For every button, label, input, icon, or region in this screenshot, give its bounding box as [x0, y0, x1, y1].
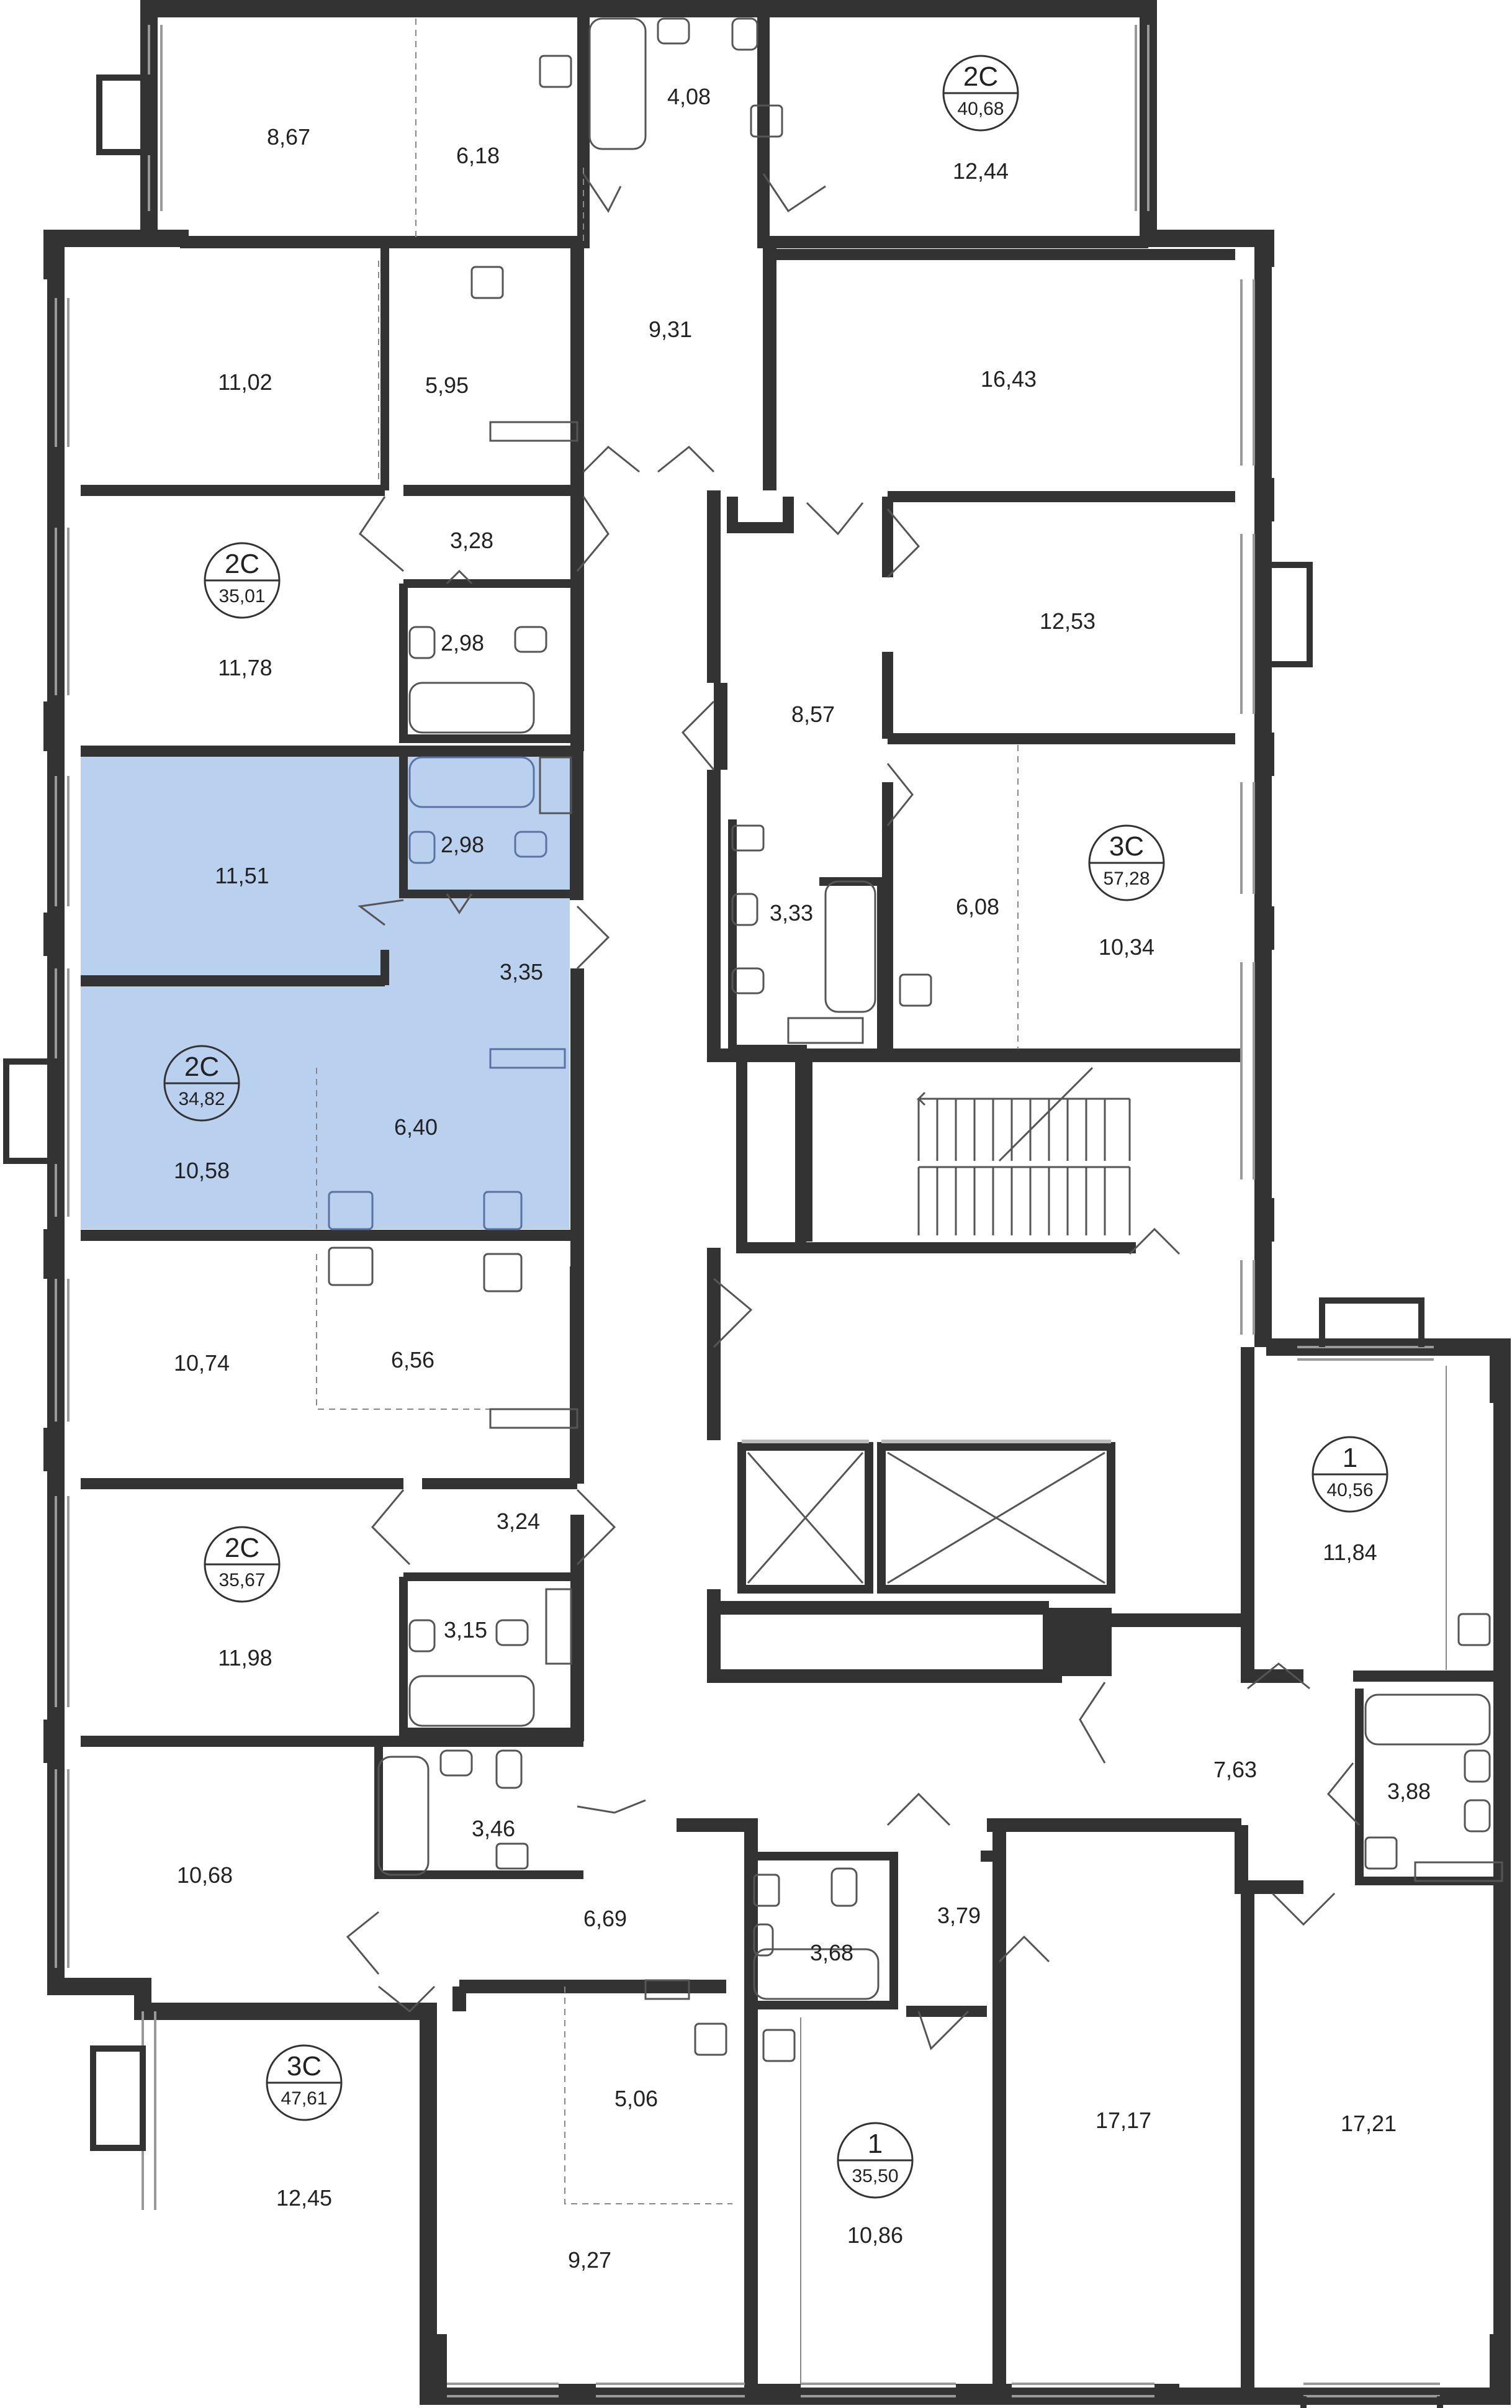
- room-area: 11,51: [215, 863, 269, 888]
- room-area: 11,84: [1323, 1540, 1377, 1565]
- room-area: 5,06: [614, 2086, 658, 2111]
- room-area: 10,86: [847, 2222, 903, 2248]
- room-area: 7,63: [1213, 1757, 1257, 1782]
- doors: [346, 173, 1361, 2050]
- room-area: 12,53: [1040, 608, 1096, 634]
- apartment-total-area: 34,82: [178, 1089, 225, 1109]
- room-area: 3,46: [472, 1816, 515, 1841]
- room-areas: 8,67 6,18 4,08 12,44 11,02 5,95 9,31 16,…: [174, 84, 1431, 2273]
- fixtures: [328, 17, 1503, 2062]
- apartment-total-area: 35,67: [218, 1570, 265, 1590]
- room-area: 17,17: [1096, 2108, 1151, 2133]
- apartment-total-area: 40,68: [957, 99, 1004, 119]
- room-area: 2,98: [441, 630, 484, 656]
- room-area: 6,18: [456, 143, 500, 168]
- room-area: 3,35: [500, 959, 543, 985]
- room-area: 10,34: [1099, 934, 1154, 960]
- windows: [3, 25, 1443, 2408]
- zone-lines: [316, 19, 1447, 2384]
- room-area: 9,27: [568, 2247, 611, 2273]
- apartment-badge[interactable]: 3С 47,61: [266, 2044, 343, 2121]
- room-area: 3,24: [497, 1508, 540, 1534]
- apartment-type: 2С: [225, 549, 259, 579]
- room-area: 6,40: [394, 1114, 438, 1140]
- room-area: 12,44: [953, 158, 1009, 184]
- apartment-total-area: 40,56: [1326, 1480, 1373, 1500]
- room-area: 17,21: [1341, 2111, 1397, 2136]
- apartment-badge[interactable]: 3С 57,28: [1088, 824, 1165, 901]
- apartment-total-area: 57,28: [1103, 868, 1150, 889]
- apartment-badge[interactable]: 2С 34,82: [163, 1045, 240, 1122]
- room-area: 3,28: [450, 528, 493, 553]
- apartment-total-area: 35,01: [218, 586, 265, 607]
- apartment-badge[interactable]: 2С 35,67: [204, 1526, 281, 1603]
- apartment-badge[interactable]: 2С 35,01: [204, 542, 281, 619]
- apartment-type: 1: [1343, 1443, 1357, 1473]
- apartment-type: 3С: [1109, 831, 1144, 862]
- room-area: 3,68: [810, 1940, 853, 1965]
- apartment-type: 2С: [184, 1052, 219, 1082]
- room-area: 8,67: [267, 124, 310, 150]
- apartment-type: 1: [868, 2129, 883, 2159]
- room-area: 6,56: [391, 1347, 434, 1373]
- apartment-total-area: 35,50: [852, 2166, 898, 2186]
- highlighted-apartment[interactable]: [81, 751, 570, 1229]
- room-area: 6,69: [583, 1906, 627, 1931]
- apartment-total-area: 47,61: [281, 2088, 327, 2109]
- room-area: 10,68: [177, 1862, 233, 1888]
- room-area: 6,08: [956, 894, 999, 919]
- room-area: 11,78: [218, 655, 272, 680]
- apartment-badge[interactable]: 1 40,56: [1312, 1436, 1388, 1513]
- room-area: 12,45: [276, 2185, 332, 2211]
- elevator-shafts: [742, 1440, 1111, 1584]
- room-area: 4,08: [667, 84, 711, 109]
- room-area: 11,02: [218, 369, 272, 395]
- stairs: [916, 1066, 1131, 1235]
- room-area: 10,74: [174, 1350, 230, 1376]
- room-area: 3,33: [770, 900, 813, 926]
- apartment-badge[interactable]: 2С 40,68: [942, 55, 1019, 132]
- room-area: 10,58: [174, 1158, 230, 1183]
- apartment-badge[interactable]: 1 35,50: [837, 2122, 914, 2199]
- wall-blocks: [43, 0, 1507, 2402]
- apartment-type: 3С: [287, 2051, 322, 2081]
- room-area: 5,95: [425, 372, 469, 398]
- apartment-badges: 2С 40,68 2С 35,01 2С 34,82 2С 35,67 3С 4…: [163, 55, 1388, 2199]
- walls: [47, 0, 1511, 2405]
- room-area: 2,98: [441, 832, 484, 857]
- room-area: 11,98: [218, 1645, 272, 1671]
- room-area: 8,57: [791, 701, 835, 727]
- apartment-type: 2С: [963, 61, 998, 92]
- room-area: 3,79: [937, 1903, 981, 1928]
- room-area: 9,31: [649, 317, 692, 342]
- room-area: 3,88: [1387, 1779, 1431, 1804]
- room-area: 16,43: [981, 366, 1037, 392]
- apartment-type: 2С: [225, 1533, 259, 1563]
- room-area: 3,15: [444, 1617, 487, 1643]
